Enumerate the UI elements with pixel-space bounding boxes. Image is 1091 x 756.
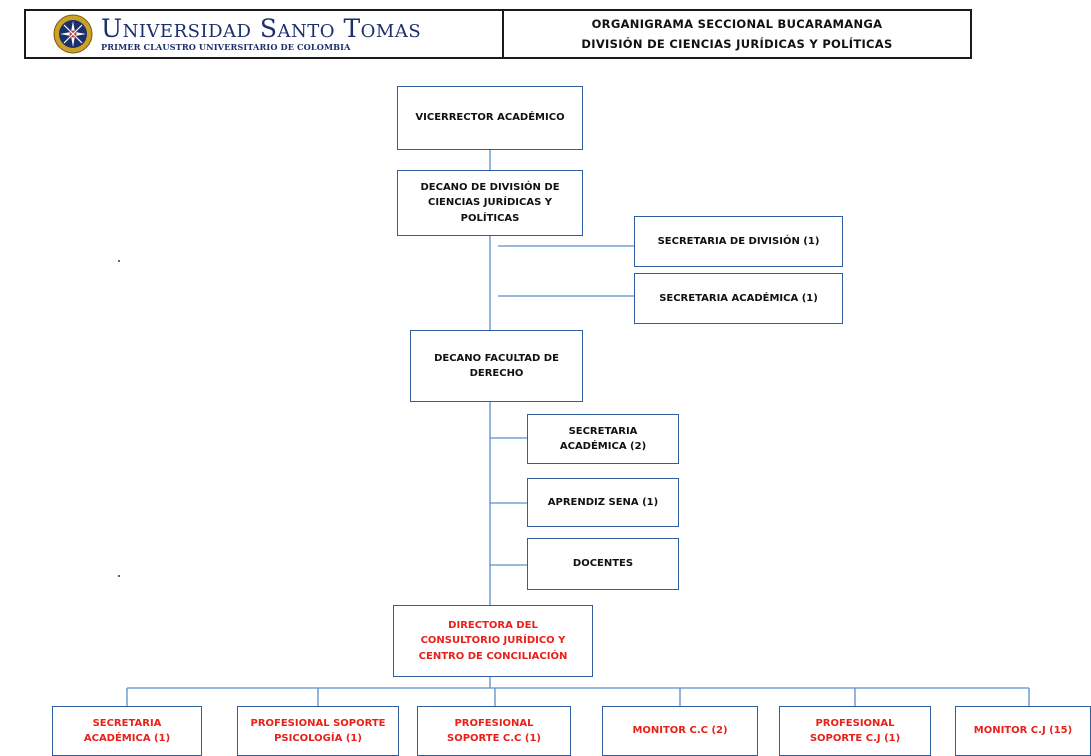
node-decano-facultad: DECANO FACULTAD DE DERECHO [410,330,583,402]
node-bottom-profesional-cj: PROFESIONAL SOPORTE C.J (1) [779,706,931,756]
university-seal-icon [53,14,93,54]
node-vicerrector-academico: VICERRECTOR ACADÉMICO [397,86,583,150]
scan-speck [118,260,120,262]
node-bottom-profesional-cc: PROFESIONAL SOPORTE C.C (1) [417,706,571,756]
university-subtitle: PRIMER CLAUSTRO UNIVERSITARIO DE COLOMBI… [101,42,351,53]
node-aprendiz-sena: APRENDIZ SENA (1) [527,478,679,527]
node-secretaria-academica-facultad: SECRETARIA ACADÉMICA (2) [527,414,679,464]
node-decano-division: DECANO DE DIVISIÓN DE CIENCIAS JURÍDICAS… [397,170,583,236]
node-docentes: DOCENTES [527,538,679,590]
node-bottom-secretaria-academica: SECRETARIA ACADÉMICA (1) [52,706,202,756]
node-bottom-monitor-cc: MONITOR C.C (2) [602,706,758,756]
node-bottom-monitor-cj: MONITOR C.J (15) [955,706,1091,756]
node-secretaria-division: SECRETARIA DE DIVISIÓN (1) [634,216,843,267]
document-title-line2: DIVISIÓN DE CIENCIAS JURÍDICAS Y POLÍTIC… [581,37,893,51]
document-title-block: ORGANIGRAMA SECCIONAL BUCARAMANGA DIVISI… [504,11,970,57]
scan-speck [118,575,120,577]
document-title-line1: ORGANIGRAMA SECCIONAL BUCARAMANGA [591,17,883,31]
document-header: Universidad Santo Tomas PRIMER CLAUSTRO … [24,9,972,59]
university-logo-block: Universidad Santo Tomas PRIMER CLAUSTRO … [26,11,504,57]
university-name: Universidad Santo Tomas [101,14,422,44]
node-secretaria-academica-division: SECRETARIA ACADÉMICA (1) [634,273,843,324]
node-directora-consultorio: DIRECTORA DEL CONSULTORIO JURÍDICO Y CEN… [393,605,593,677]
node-bottom-profesional-psicologia: PROFESIONAL SOPORTE PSICOLOGÍA (1) [237,706,399,756]
